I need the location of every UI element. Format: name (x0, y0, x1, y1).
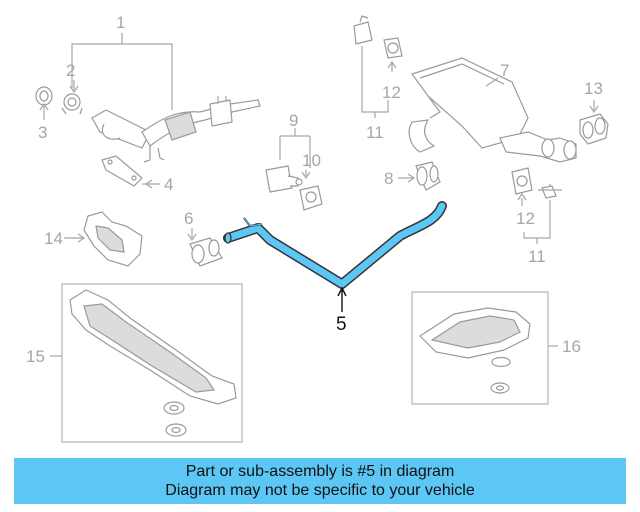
hanger-assembly (265, 128, 323, 211)
clamp-part-6 (187, 228, 223, 267)
label-8: 8 (384, 169, 393, 188)
label-7: 7 (500, 61, 509, 80)
rear-muffler-part-7 (408, 57, 577, 163)
box-part-15 (50, 283, 243, 443)
banner-line-2: Diagram may not be specific to your vehi… (165, 482, 475, 499)
label-10: 10 (302, 151, 321, 170)
label-11-right: 11 (528, 247, 546, 266)
label-12-right: 12 (516, 209, 535, 228)
bracket-part-4 (101, 155, 160, 189)
label-6: 6 (184, 209, 193, 228)
hanger-top-group (353, 15, 403, 118)
hanger-right-group (511, 167, 562, 244)
label-9: 9 (289, 111, 298, 130)
parts-diagram: 1 2 3 4 9 10 6 (26, 13, 609, 443)
label-14: 14 (44, 229, 63, 248)
label-4: 4 (164, 175, 173, 194)
tailpipe-part-13 (579, 100, 609, 145)
label-2: 2 (66, 61, 75, 80)
box-part-16 (411, 291, 558, 405)
clamp-part-8 (398, 161, 441, 191)
intermediate-pipe-part-5 (223, 201, 447, 312)
label-11-top: 11 (366, 123, 384, 142)
label-3: 3 (38, 123, 47, 142)
info-banner: Part or sub-assembly is #5 in diagram Di… (14, 458, 626, 504)
label-1: 1 (116, 13, 125, 32)
label-15: 15 (26, 347, 45, 366)
label-16: 16 (562, 337, 581, 356)
clamp-part-2 (61, 80, 83, 115)
label-13: 13 (584, 79, 603, 98)
label-5: 5 (336, 314, 347, 335)
catalytic-converter-assembly (71, 33, 261, 163)
label-12-top: 12 (382, 83, 401, 102)
heat-shield-part-14 (64, 211, 143, 267)
banner-line-1: Part or sub-assembly is #5 in diagram (185, 463, 455, 480)
gasket-part-3 (35, 86, 53, 120)
